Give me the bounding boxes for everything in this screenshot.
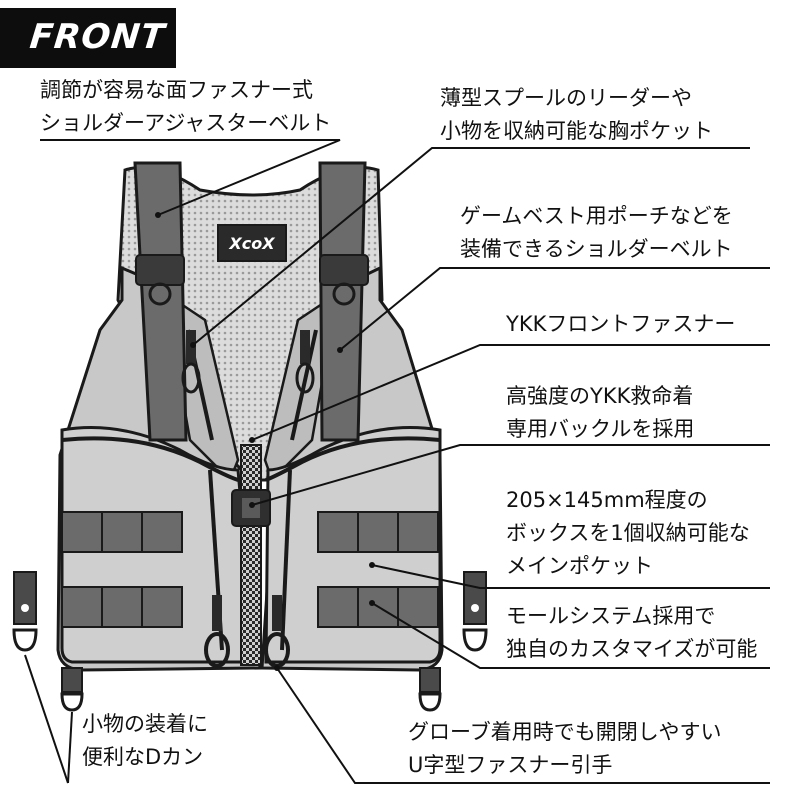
- leader-d-ring-left: [24, 654, 69, 784]
- callout-d-ring-line2: 便利なDカン: [82, 745, 204, 769]
- left-u-zipper-pull[interactable]: [204, 595, 230, 668]
- callout-u-pull-line1: グローブ着用時でも開閉しやすい: [408, 720, 722, 744]
- right-side-d-ring[interactable]: [462, 571, 488, 652]
- left-molle-webbing: [61, 511, 183, 628]
- right-strap-adjuster: [319, 254, 369, 286]
- callout-buckle-line1: 高強度のYKK救命着: [506, 384, 694, 408]
- leader-u-pull: [276, 667, 770, 784]
- leader-front-zipper: [251, 344, 770, 441]
- callout-shoulder-belt-line2: 装備できるショルダーベルト: [460, 237, 733, 261]
- leader-chest-pocket: [192, 147, 750, 346]
- brand-logo-patch: XcoX: [217, 224, 287, 262]
- callout-molle: モールシステム採用で 独自のカスタマイズが可能: [506, 600, 757, 666]
- leader-shoulder-adjust: [40, 139, 341, 216]
- callout-main-pocket-line3: メインポケット: [506, 554, 653, 578]
- callout-shoulder-belt-line1: ゲームベスト用ポーチなどを: [460, 204, 733, 228]
- front-label-badge: FRONT: [0, 8, 176, 68]
- callout-shoulder-adjuster: 調節が容易な面ファスナー式 ショルダーアジャスターベルト: [40, 74, 331, 140]
- callout-u-pull-line2: U字型ファスナー引手: [408, 753, 613, 777]
- left-strap-adjuster: [135, 254, 185, 286]
- bottom-right-d-ring[interactable]: [418, 667, 442, 712]
- brand-logo: XcoX: [228, 234, 275, 253]
- leader-molle: [371, 602, 770, 669]
- leader-main-pocket: [371, 564, 770, 589]
- callout-chest-pocket-line2: 小物を収納可能な胸ポケット: [440, 119, 713, 143]
- right-shoulder-strap: [318, 161, 367, 442]
- callout-shoulder-belt: ゲームベスト用ポーチなどを 装備できるショルダーベルト: [460, 200, 733, 266]
- right-chest-zipper-pull[interactable]: [295, 330, 315, 394]
- callout-shoulder-adjuster-line1: 調節が容易な面ファスナー式: [40, 78, 313, 102]
- leader-shoulder-belt: [339, 267, 770, 351]
- left-side-d-ring[interactable]: [12, 571, 38, 652]
- left-shoulder-strap: [133, 161, 188, 442]
- callout-front-zipper: YKKフロントファスナー: [506, 308, 735, 341]
- callout-buckle-line2: 専用バックルを採用: [506, 417, 695, 441]
- ykk-front-zipper: [240, 444, 262, 666]
- callout-chest-pocket-line1: 薄型スプールのリーダーや: [440, 86, 692, 110]
- callout-front-zipper-line1: YKKフロントファスナー: [506, 312, 736, 336]
- callout-main-pocket: 205×145mm程度の ボックスを1個収納可能な メインポケット: [506, 484, 750, 583]
- leader-lines: [24, 139, 770, 784]
- callout-shoulder-adjuster-line2: ショルダーアジャスターベルト: [40, 111, 332, 135]
- callout-d-ring: 小物の装着に 便利なDカン: [82, 708, 208, 774]
- callout-main-pocket-line2: ボックスを1個収納可能な: [506, 521, 750, 545]
- callout-chest-pocket: 薄型スプールのリーダーや 小物を収納可能な胸ポケット: [440, 82, 713, 148]
- callout-main-pocket-line1: 205×145mm程度の: [506, 488, 708, 512]
- leader-d-ring-bottom: [67, 711, 73, 784]
- callout-u-pull: グローブ着用時でも開閉しやすい U字型ファスナー引手: [408, 716, 722, 782]
- leader-buckle: [251, 444, 770, 506]
- callout-d-ring-line1: 小物の装着に: [82, 712, 208, 736]
- callout-molle-line2: 独自のカスタマイズが可能: [506, 637, 758, 661]
- bottom-left-d-ring[interactable]: [60, 667, 84, 712]
- callout-buckle: 高強度のYKK救命着 専用バックルを採用: [506, 380, 694, 446]
- callout-molle-line1: モールシステム採用で: [506, 604, 716, 628]
